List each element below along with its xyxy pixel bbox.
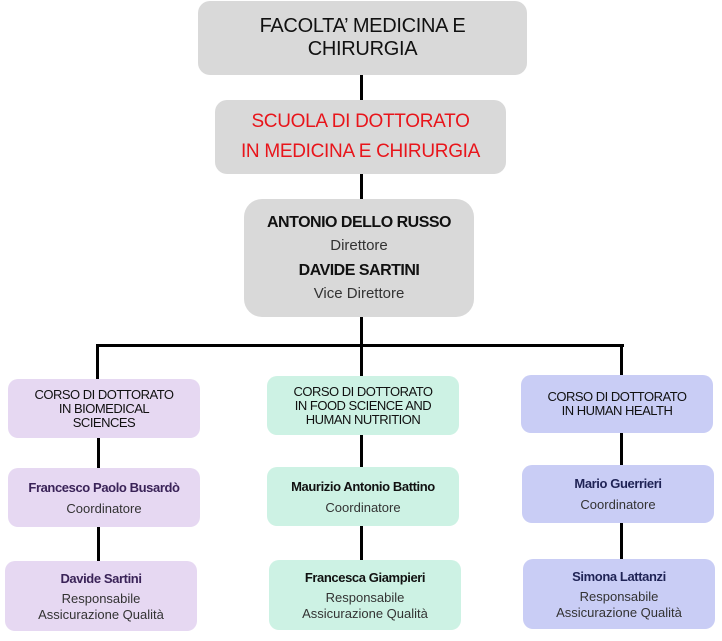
coordinator-role: Coordinatore xyxy=(580,497,656,512)
quality-role-line2: Assicurazione Qualità xyxy=(556,604,682,620)
quality-role-line1: Responsabile xyxy=(325,589,405,605)
connector-course1-quality xyxy=(97,526,100,562)
quality-box-food-science: Francesca Giampieri Responsabile Assicur… xyxy=(269,560,461,630)
quality-role-line2: Assicurazione Qualità xyxy=(302,605,428,621)
course-title-line: CORSO DI DOTTORATO xyxy=(34,386,174,402)
course-box-food-science: CORSO DI DOTTORATO IN FOOD SCIENCE AND H… xyxy=(267,376,459,435)
connector-faculty-school xyxy=(360,74,363,102)
vice-director-role: Vice Direttore xyxy=(313,285,405,302)
quality-box-biomedical-sciences: Davide Sartini Responsabile Assicurazion… xyxy=(5,561,197,631)
connector-branch-course-3 xyxy=(620,344,623,376)
director-name: ANTONIO DELLO RUSSO xyxy=(267,214,452,231)
faculty-box: FACOLTA’ MEDICINA E CHIRURGIA xyxy=(198,1,527,75)
quality-manager-name: Simona Lattanzi xyxy=(572,568,666,584)
course-box-human-health: CORSO DI DOTTORATO IN HUMAN HEALTH xyxy=(521,375,713,433)
faculty-title-line2: CHIRURGIA xyxy=(307,38,418,60)
course-title-line: HUMAN NUTRITION xyxy=(305,411,421,427)
connector-course3-quality xyxy=(620,522,623,560)
coordinator-name: Mario Guerrieri xyxy=(574,476,662,491)
director-role: Direttore xyxy=(330,237,388,254)
coordinator-name: Maurizio Antonio Battino xyxy=(291,478,435,494)
connector-course2-quality xyxy=(360,525,363,561)
vice-director-name: DAVIDE SARTINI xyxy=(298,262,420,279)
coordinator-role: Coordinatore xyxy=(66,500,142,516)
connector-school-direction xyxy=(360,173,363,200)
course-title-line: CORSO DI DOTTORATO xyxy=(547,389,687,404)
connector-course3-coordinator xyxy=(620,432,623,466)
connector-course2-coordinator xyxy=(360,434,363,468)
course-title-line: SCIENCES xyxy=(72,414,136,430)
faculty-title-line1: FACOLTA’ MEDICINA E xyxy=(259,15,466,37)
coordinator-box-food-science: Maurizio Antonio Battino Coordinatore xyxy=(267,467,459,526)
quality-role-line2: Assicurazione Qualità xyxy=(38,606,164,622)
direction-box: ANTONIO DELLO RUSSO Direttore DAVIDE SAR… xyxy=(244,199,474,317)
quality-manager-name: Francesca Giampieri xyxy=(304,569,426,585)
course-title-line: IN HUMAN HEALTH xyxy=(561,403,673,418)
course-title-line: IN BIOMEDICAL xyxy=(58,400,150,416)
quality-box-human-health: Simona Lattanzi Responsabile Assicurazio… xyxy=(523,559,715,629)
connector-course1-coordinator xyxy=(97,437,100,469)
school-box: SCUOLA DI DOTTORATO IN MEDICINA E CHIRUR… xyxy=(215,100,506,174)
course-box-biomedical-sciences: CORSO DI DOTTORATO IN BIOMEDICAL SCIENCE… xyxy=(8,379,200,438)
coordinator-name: Francesco Paolo Busardò xyxy=(28,479,180,495)
quality-manager-name: Davide Sartini xyxy=(60,570,142,586)
course-title-line: IN FOOD SCIENCE AND xyxy=(294,397,432,413)
coordinator-role: Coordinatore xyxy=(325,499,401,515)
quality-role-line1: Responsabile xyxy=(61,590,141,606)
connector-horizontal-branch xyxy=(96,344,624,347)
school-title-line2: IN MEDICINA E CHIRURGIA xyxy=(240,141,481,162)
school-title-line1: SCUOLA DI DOTTORATO xyxy=(251,111,470,132)
course-title-line: CORSO DI DOTTORATO xyxy=(293,383,433,399)
connector-branch-course-1 xyxy=(96,344,99,380)
coordinator-box-biomedical-sciences: Francesco Paolo Busardò Coordinatore xyxy=(8,468,200,527)
coordinator-box-human-health: Mario Guerrieri Coordinatore xyxy=(522,465,714,523)
quality-role-line1: Responsabile xyxy=(579,588,659,604)
